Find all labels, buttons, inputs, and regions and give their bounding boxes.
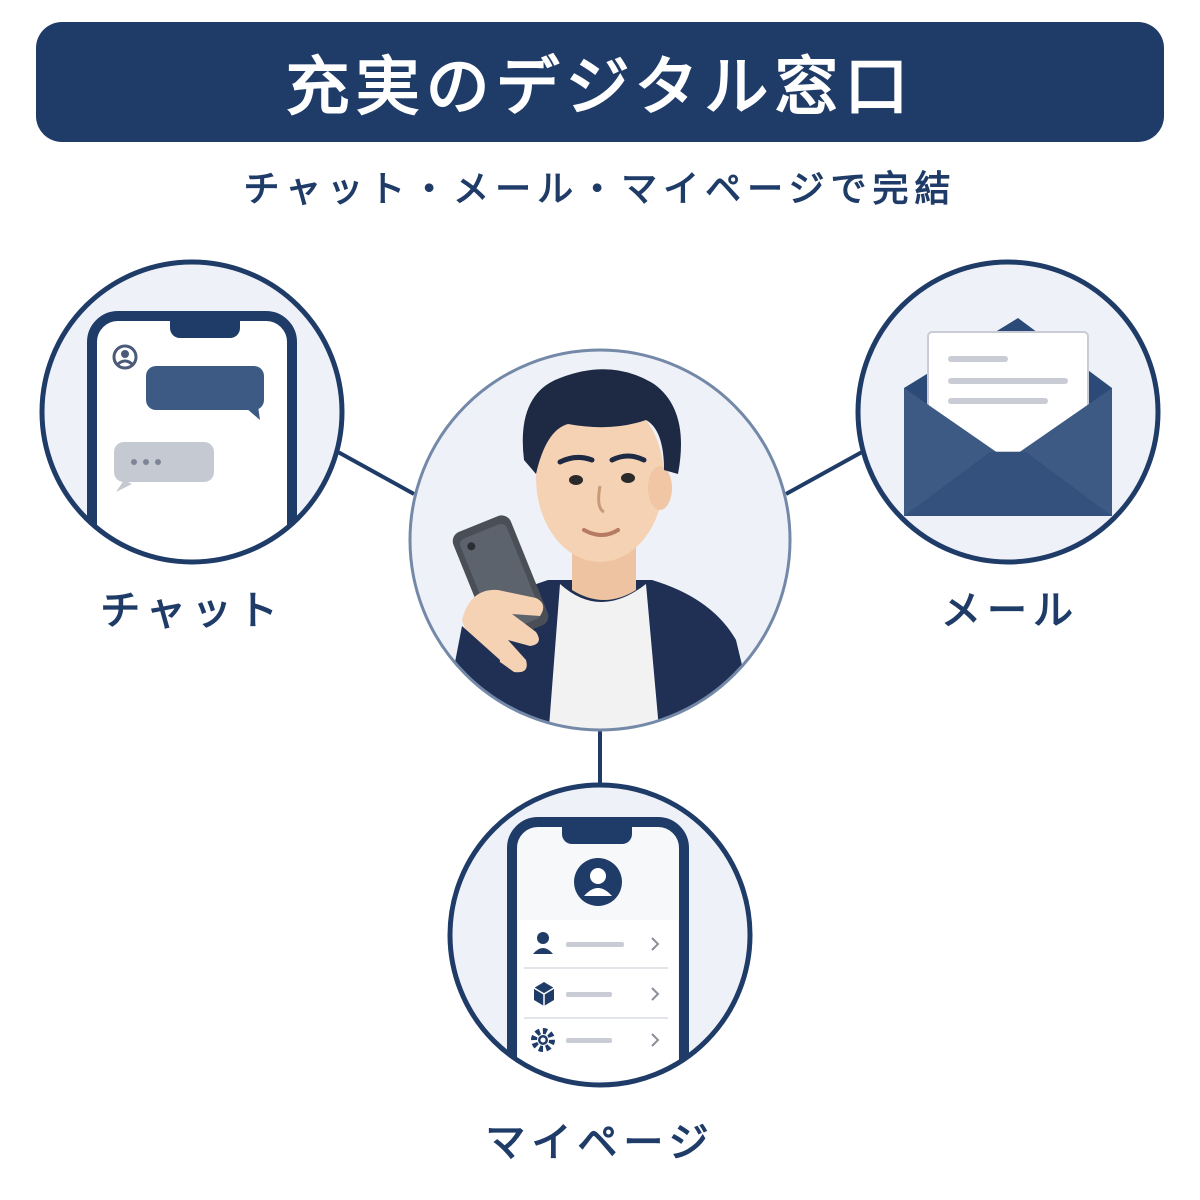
chat-label: チャット [100, 588, 284, 634]
mypage-phone-icon [507, 817, 689, 1085]
mail-node [855, 259, 1161, 565]
mail-label: メール [941, 588, 1079, 634]
chat-phone-icon [87, 311, 297, 562]
chat-node [39, 259, 345, 565]
center-node [408, 348, 792, 732]
mypage-node [447, 782, 753, 1088]
connector-chat [337, 450, 415, 496]
title-banner: 充実のデジタル窓口 [36, 22, 1164, 142]
envelope-icon [904, 318, 1112, 516]
menu-row-orders [524, 982, 668, 1019]
gear-icon [531, 1028, 555, 1052]
connector-mail [785, 450, 863, 496]
mypage-label: マイページ [485, 1120, 715, 1166]
menu-row-account [524, 932, 668, 969]
page-title: 充実のデジタル窓口 [285, 51, 915, 125]
page-subtitle: チャット・メール・マイページで完結 [243, 169, 957, 210]
menu-row-settings [531, 1028, 660, 1052]
connector-lines [337, 450, 863, 785]
user-icon [537, 932, 549, 944]
